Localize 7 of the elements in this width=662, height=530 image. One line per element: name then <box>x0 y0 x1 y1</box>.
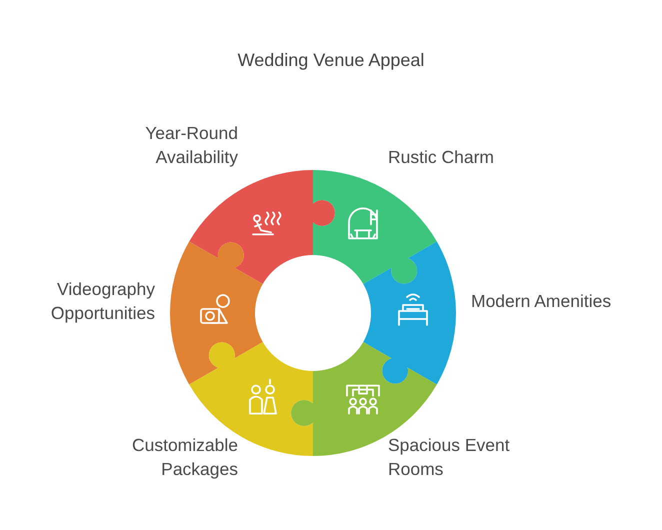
piece-label: Modern Amenities <box>471 290 612 313</box>
piece-label: Rustic Charm <box>388 146 495 169</box>
piece-label: Spacious Event Rooms <box>388 434 511 481</box>
piece-label: Videography Opportunities <box>50 278 155 325</box>
piece-label: Customizable Packages <box>130 434 238 481</box>
diagram-title: Wedding Venue Appeal <box>238 50 424 71</box>
piece-label: Year-Round Availability <box>144 122 238 169</box>
